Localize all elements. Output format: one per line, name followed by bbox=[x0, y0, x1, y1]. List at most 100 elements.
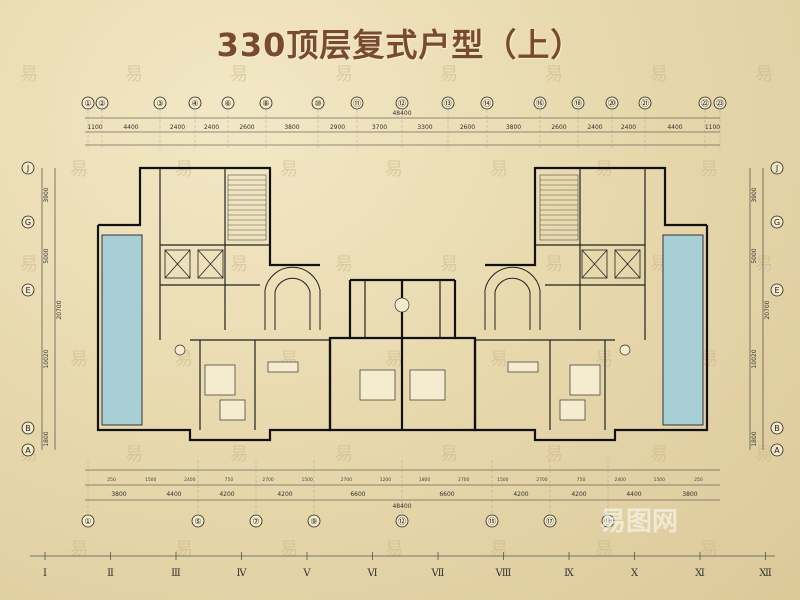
axis-marker-top-6: ⑩ bbox=[311, 96, 325, 110]
top-dim-label: 2400 bbox=[204, 124, 219, 131]
svg-text:⑨: ⑨ bbox=[310, 517, 317, 526]
svg-text:B: B bbox=[774, 424, 780, 433]
watermark-char: 易 bbox=[755, 64, 773, 85]
side-dim-label: 3900 bbox=[43, 187, 50, 202]
top-dim-label: 1100 bbox=[705, 124, 720, 131]
bottom-inner-dim-label: 2700 bbox=[341, 477, 353, 483]
svg-text:⑬: ⑬ bbox=[444, 99, 452, 108]
svg-text:①: ① bbox=[84, 517, 91, 526]
svg-text:E: E bbox=[25, 286, 30, 295]
watermark-char: 易 bbox=[70, 159, 88, 180]
watermark-char: 易 bbox=[440, 64, 458, 85]
roman-numeral: Ⅻ bbox=[759, 568, 772, 579]
axis-marker-bottom-4: ⑫ bbox=[395, 514, 409, 528]
axis-marker-left-E: E bbox=[21, 283, 35, 297]
side-dim-label: 1800 bbox=[43, 431, 50, 446]
axis-marker-top-15: ㉒ bbox=[698, 96, 712, 110]
svg-text:⑱: ⑱ bbox=[574, 99, 582, 108]
watermark-char: 易 bbox=[385, 539, 403, 560]
bottom-inner-dim-label: 2700 bbox=[536, 477, 548, 483]
bottom-inner-dim-label: 2400 bbox=[184, 477, 196, 483]
watermark-char: 易 bbox=[125, 64, 143, 85]
watermark-char: 易 bbox=[755, 444, 773, 465]
top-dim-label: 3800 bbox=[506, 124, 521, 131]
bottom-inner-dim-label: 1200 bbox=[380, 477, 392, 483]
svg-text:G: G bbox=[25, 218, 31, 227]
axis-marker-right-B: B bbox=[770, 421, 784, 435]
axis-marker-top-8: ⑫ bbox=[395, 96, 409, 110]
bottom-dim-label: 3800 bbox=[682, 491, 697, 498]
axis-marker-right-G: G bbox=[770, 215, 784, 229]
svg-text:⑧: ⑧ bbox=[262, 99, 269, 108]
axis-marker-bottom-3: ⑨ bbox=[307, 514, 321, 528]
svg-text:⑳: ⑳ bbox=[608, 99, 616, 108]
roman-numeral: Ⅺ bbox=[695, 568, 705, 579]
left-pool bbox=[101, 234, 143, 426]
axis-marker-top-12: ⑱ bbox=[571, 96, 585, 110]
top-dim-label: 4400 bbox=[667, 124, 682, 131]
bottom-inner-dim-label: 2400 bbox=[614, 477, 626, 483]
svg-text:⑫: ⑫ bbox=[398, 517, 406, 526]
axis-marker-bottom-1: ⑤ bbox=[191, 514, 205, 528]
svg-text:⑮: ⑮ bbox=[488, 517, 496, 526]
axis-marker-left-B: B bbox=[21, 421, 35, 435]
axis-grid-lines bbox=[87, 110, 721, 515]
axis-marker-bottom-6: ⑰ bbox=[543, 514, 557, 528]
axis-marker-right-A: A bbox=[770, 443, 784, 457]
axis-marker-bottom-5: ⑮ bbox=[485, 514, 499, 528]
axis-marker-left-G: G bbox=[21, 215, 35, 229]
svg-text:A: A bbox=[25, 446, 31, 455]
bottom-inner-dim-label: 1500 bbox=[145, 477, 157, 483]
watermark-char: 易 bbox=[595, 539, 613, 560]
side-dim-label: 1800 bbox=[751, 431, 758, 446]
interior-walls bbox=[159, 168, 646, 430]
side-dim-label: 3900 bbox=[751, 187, 758, 202]
left-axis-markers: J G E B A bbox=[21, 161, 35, 457]
svg-text:㉓: ㉓ bbox=[716, 99, 724, 108]
side-total-label: 20700 bbox=[56, 300, 63, 319]
top-dim-label: 3700 bbox=[372, 124, 387, 131]
svg-text:⑦: ⑦ bbox=[252, 517, 259, 526]
axis-marker-left-J: J bbox=[21, 161, 35, 175]
watermark-char: 易 bbox=[230, 444, 248, 465]
watermark-char: 易 bbox=[700, 349, 718, 370]
svg-text:G: G bbox=[774, 218, 780, 227]
bottom-dim-label: 6600 bbox=[439, 491, 454, 498]
svg-text:⑫: ⑫ bbox=[398, 99, 406, 108]
watermark-char: 易 bbox=[385, 159, 403, 180]
watermark-char: 易 bbox=[545, 254, 563, 275]
svg-text:①: ① bbox=[84, 99, 91, 108]
axis-marker-top-7: ⑪ bbox=[350, 96, 364, 110]
svg-text:㉑: ㉑ bbox=[641, 99, 649, 108]
watermark-char: 易 bbox=[385, 349, 403, 370]
watermark-char: 易 bbox=[335, 444, 353, 465]
side-total-label: 20700 bbox=[764, 300, 771, 319]
svg-text:⑪: ⑪ bbox=[353, 99, 361, 108]
svg-text:A: A bbox=[774, 446, 780, 455]
roman-numeral: Ⅱ bbox=[107, 568, 114, 579]
watermark-char: 易 bbox=[595, 159, 613, 180]
top-dim-label: 2400 bbox=[587, 124, 602, 131]
watermark-char: 易 bbox=[490, 539, 508, 560]
watermark-char: 易 bbox=[335, 64, 353, 85]
svg-text:J: J bbox=[26, 164, 29, 173]
top-dim-label: 3300 bbox=[417, 124, 432, 131]
side-dim-label: 5000 bbox=[43, 248, 50, 263]
bottom-inner-dim-label: 1800 bbox=[419, 477, 431, 483]
roman-numeral: Ⅸ bbox=[564, 568, 574, 579]
svg-text:⑲: ⑲ bbox=[604, 517, 612, 526]
watermark-char: 易 bbox=[70, 539, 88, 560]
side-dim-label: 5000 bbox=[751, 248, 758, 263]
watermark-char: 易 bbox=[650, 64, 668, 85]
bottom-inner-dim-label: 250 bbox=[107, 477, 116, 483]
watermark-char: 易 bbox=[545, 444, 563, 465]
bottom-inner-dim-label: 2700 bbox=[262, 477, 274, 483]
bottom-dim-label: 3800 bbox=[111, 491, 126, 498]
bottom-dim-label: 4400 bbox=[626, 491, 641, 498]
svg-text:⑰: ⑰ bbox=[546, 517, 554, 526]
top-dim-label: 2900 bbox=[330, 124, 345, 131]
watermark-char: 易 bbox=[175, 539, 193, 560]
top-dim-label: 1100 bbox=[87, 124, 102, 131]
